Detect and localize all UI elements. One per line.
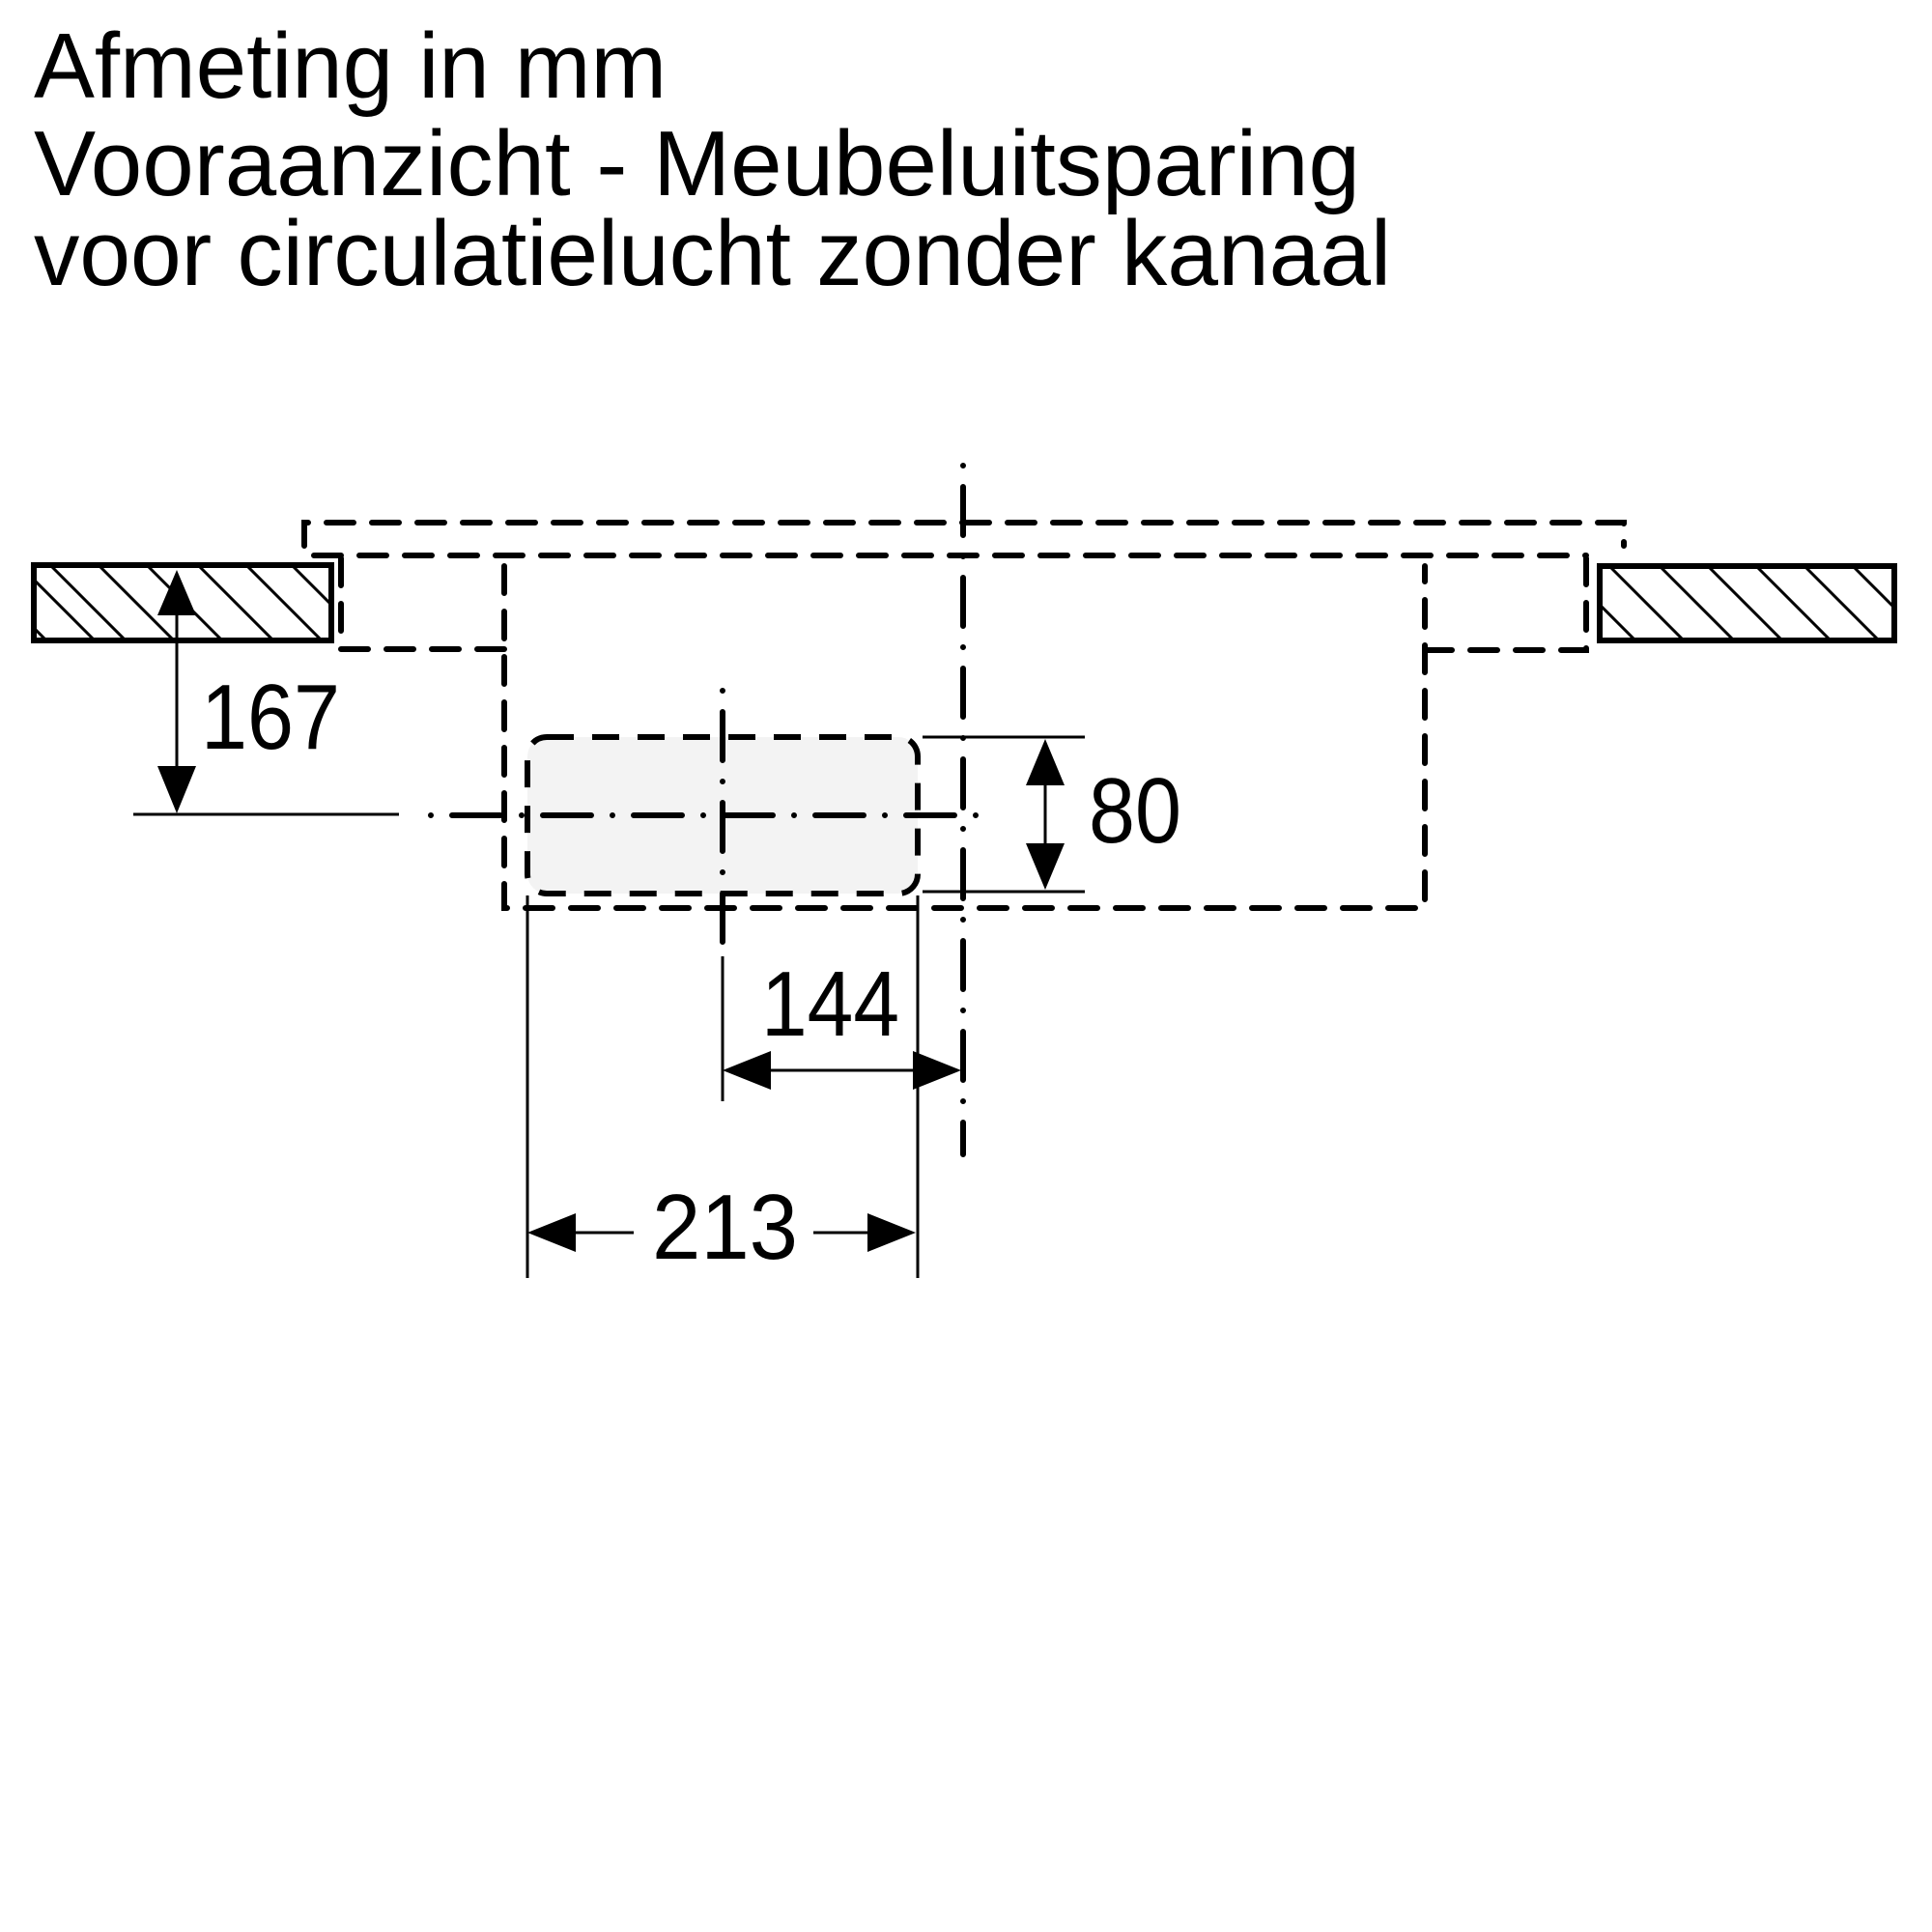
hatch-pattern-right	[1600, 566, 1894, 640]
title-block: Afmeting in mm Vooraanzicht - Meubeluits…	[34, 14, 1391, 305]
arrow-right-icon	[867, 1213, 916, 1252]
center-lines	[428, 463, 983, 1157]
dimension-label-144: 144	[761, 952, 899, 1056]
arrow-up-icon	[157, 570, 196, 615]
dimension-167: 167	[133, 570, 399, 816]
dimension-144: 144	[721, 952, 961, 1101]
title-line-3: voor circulatielucht zonder kanaal	[34, 202, 1391, 305]
title-line-1: Afmeting in mm	[34, 14, 667, 118]
dimension-label-167: 167	[201, 666, 340, 769]
arrow-down-icon	[157, 766, 196, 813]
arrow-left-icon	[723, 1051, 771, 1090]
dimension-label-213: 213	[652, 1176, 798, 1279]
dimension-80: 80	[923, 735, 1181, 894]
hob-outline-inner	[311, 553, 1589, 911]
arrow-up-icon	[1026, 739, 1065, 785]
arrow-down-icon	[1026, 843, 1065, 890]
dimension-213: 213	[526, 895, 920, 1279]
countertop-right	[1597, 563, 1897, 643]
arrow-right-icon	[913, 1051, 961, 1090]
arrow-left-icon	[527, 1213, 576, 1252]
dimension-label-80: 80	[1089, 759, 1181, 863]
title-line-2: Vooraanzicht - Meubeluitsparing	[34, 112, 1360, 215]
